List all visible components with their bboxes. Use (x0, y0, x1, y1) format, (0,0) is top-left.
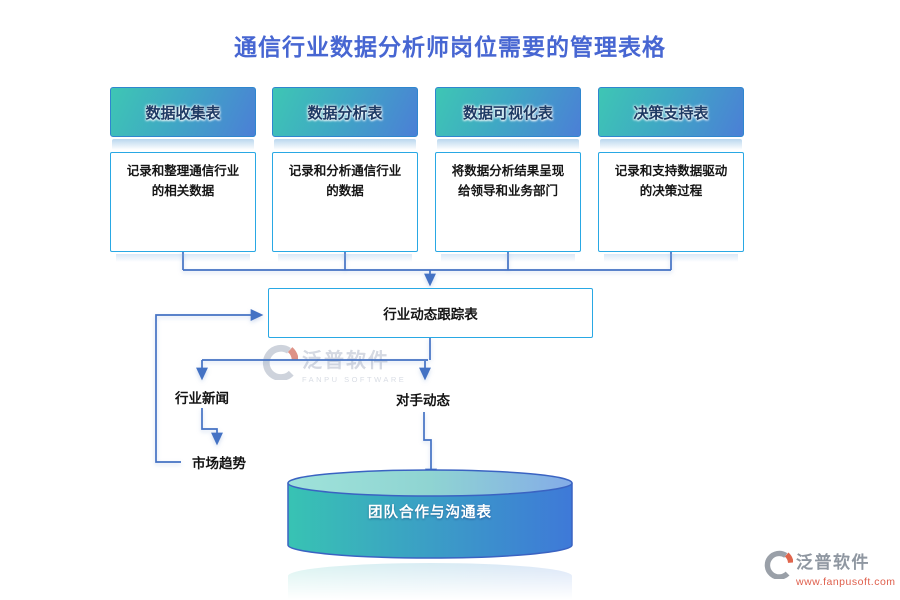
header-reflection (600, 139, 742, 150)
column-data-collection: 数据收集表 记录和整理通信行业 的相关数据 (110, 87, 256, 262)
header-reflection (112, 139, 254, 150)
reflection-fade (266, 559, 596, 600)
fanpu-watermark-icon (262, 344, 298, 380)
column-decision-support: 决策支持表 记录和支持数据驱动 的决策过程 (598, 87, 744, 262)
watermark: 泛普软件 FANPU SOFTWARE (262, 344, 406, 384)
watermark-brand-en: FANPU SOFTWARE (302, 375, 407, 384)
team-cylinder-label: 团队合作与沟通表 (368, 505, 492, 521)
footer-brand-name: 泛普软件 (796, 553, 870, 572)
header-box: 数据分析表 (272, 87, 418, 137)
industry-tracking-box: 行业动态跟踪表 (268, 288, 593, 338)
description-box: 记录和分析通信行业 的数据 (272, 152, 418, 252)
header-box: 决策支持表 (598, 87, 744, 137)
column-data-visualization: 数据可视化表 将数据分析结果呈现 给领导和业务部门 (435, 87, 581, 262)
description-reflection (441, 254, 575, 262)
column-data-analysis: 数据分析表 记录和分析通信行业 的数据 (272, 87, 418, 262)
description-box: 将数据分析结果呈现 给领导和业务部门 (435, 152, 581, 252)
watermark-brand: 泛普软件 (302, 350, 390, 372)
fanpu-logo-icon (764, 550, 793, 579)
description-box: 记录和整理通信行业 的相关数据 (110, 152, 256, 252)
description-box: 记录和支持数据驱动 的决策过程 (598, 152, 744, 252)
footer-brand: 泛普软件 www.fanpusoft.com (764, 548, 896, 588)
header-reflection (274, 139, 416, 150)
header-box: 数据可视化表 (435, 87, 581, 137)
label-competitor-moves: 对手动态 (396, 393, 450, 408)
footer-website: www.fanpusoft.com (796, 576, 896, 588)
description-reflection (278, 254, 412, 262)
description-reflection (116, 254, 250, 262)
team-cylinder (287, 469, 573, 559)
description-reflection (604, 254, 738, 262)
label-market-trend: 市场趋势 (192, 456, 246, 471)
header-reflection (437, 139, 579, 150)
label-industry-news: 行业新闻 (175, 391, 229, 406)
page-title: 通信行业数据分析师岗位需要的管理表格 (234, 34, 666, 60)
header-box: 数据收集表 (110, 87, 256, 137)
